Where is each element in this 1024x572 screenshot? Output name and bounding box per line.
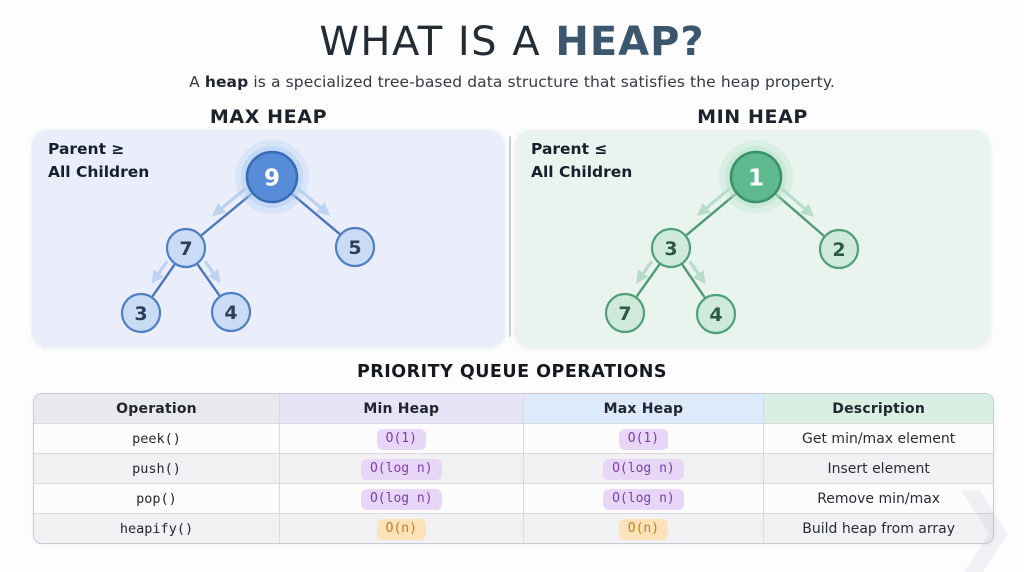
max-heap-rule-line2: All Children: [48, 163, 150, 182]
min-heap-complexity-cell: O(log n): [279, 483, 524, 514]
operation-cell: pop(): [136, 490, 177, 507]
column-header-max-heap: Max Heap: [522, 394, 764, 424]
tree-node: [695, 293, 737, 335]
min-heap-panel: Parent ≤ All Children 1 3 2 7 4: [515, 130, 990, 347]
tree-node-value: 3: [664, 238, 677, 260]
tree-node-value: 3: [134, 303, 147, 325]
min-heap-title: MIN HEAP: [697, 106, 808, 128]
tree-edge: [685, 193, 737, 236]
panel-divider: [509, 136, 511, 337]
operation-cell: heapify(): [119, 520, 194, 537]
tree-edge: [635, 263, 661, 298]
table-row: pop() O(log n) O(log n) Remove min/max: [34, 483, 993, 514]
min-heap-complexity-cell: O(n): [279, 513, 524, 543]
max-heap-complexity-cell: O(log n): [522, 453, 764, 484]
tree-node: [245, 150, 299, 204]
tree-node: [729, 150, 783, 204]
subtitle-bold-word: heap: [204, 73, 249, 91]
description-cell: Insert element: [763, 453, 993, 484]
column-header-operation: Operation: [34, 394, 280, 424]
tree-edge-arrow-icon: [696, 187, 731, 217]
description-cell: Build heap from array: [763, 513, 993, 543]
tree-edge-arrow-icon: [688, 260, 706, 285]
min-heap-complexity-cell: O(log n): [279, 453, 524, 484]
description-cell: Get min/max element: [763, 423, 993, 454]
tree-edge-arrow-icon: [151, 260, 168, 284]
complexity-badge: O(1): [376, 429, 426, 450]
tree-edge: [200, 192, 253, 236]
tree-node: [120, 292, 162, 334]
tree-node: [334, 226, 376, 268]
table-row: peek() O(1) O(1) Get min/max element: [34, 423, 993, 454]
tree-node-value: 7: [618, 303, 631, 325]
tree-node-value: 7: [179, 238, 192, 260]
subtitle-prefix: A: [189, 73, 205, 91]
complexity-badge: O(n): [618, 519, 669, 540]
page-title-prefix: WHAT IS A: [319, 19, 556, 65]
subtitle: A heap is a specialized tree-based data …: [0, 73, 1024, 91]
max-heap-panel: Parent ≥ All Children 9 7 5 3 4: [32, 130, 505, 347]
max-heap-title: MAX HEAP: [209, 106, 328, 128]
max-heap-tree-svg: 9 7 5 3 4: [120, 140, 376, 334]
max-heap-complexity-cell: O(1): [522, 423, 764, 454]
complexity-badge: O(log n): [360, 459, 442, 480]
tree-edge: [775, 193, 825, 237]
tree-node: [818, 228, 860, 270]
tree-node-value: 5: [348, 237, 361, 259]
tree-node: [604, 292, 646, 334]
min-heap-rule-line1: Parent ≤: [531, 140, 608, 158]
max-heap-complexity-cell: O(log n): [522, 483, 764, 514]
tree-node-value: 1: [748, 165, 764, 191]
tree-node-value: 4: [709, 304, 722, 326]
tree-node: [165, 227, 207, 269]
description-cell: Remove min/max: [763, 483, 993, 514]
tree-edge-arrow-icon: [204, 260, 221, 284]
page-title: WHAT IS A HEAP?: [0, 22, 1024, 62]
min-heap-complexity-cell: O(1): [279, 423, 524, 454]
max-heap-complexity-cell: O(n): [522, 513, 764, 543]
tree-node-value: 2: [832, 239, 845, 261]
tree-node-value: 9: [264, 165, 280, 191]
tree-edge: [196, 263, 221, 297]
complexity-badge: O(log n): [360, 489, 442, 510]
max-heap-rule: Parent ≥ All Children: [48, 138, 149, 185]
min-heap-rule: Parent ≤ All Children: [531, 138, 632, 185]
complexity-badge: O(1): [618, 429, 669, 450]
column-header-description: Description: [763, 394, 993, 424]
page-title-accent: HEAP?: [555, 19, 705, 65]
complexity-badge: O(log n): [603, 459, 684, 480]
table-row: heapify() O(n) O(n) Build heap from array: [34, 513, 993, 543]
subtitle-rest: is a specialized tree-based data structu…: [248, 73, 835, 91]
min-heap-rule-line2: All Children: [531, 163, 633, 182]
tree-edge: [291, 193, 341, 235]
table-row: push() O(log n) O(log n) Insert element: [34, 453, 993, 484]
tree-edge-arrow-icon: [212, 187, 247, 217]
complexity-badge: O(n): [376, 519, 426, 540]
min-heap-tree-svg: 1 3 2 7 4: [604, 140, 860, 335]
tree-edge-arrow-icon: [781, 188, 815, 217]
operation-cell: peek(): [132, 430, 181, 447]
column-header-min-heap: Min Heap: [279, 394, 524, 424]
tree-edge-arrow-icon: [297, 187, 331, 216]
tree-node-value: 4: [224, 302, 237, 324]
tree-node: [650, 227, 692, 269]
tree-edge: [151, 264, 176, 297]
operation-cell: push(): [132, 460, 181, 477]
complexity-badge: O(log n): [603, 489, 684, 510]
table-title: PRIORITY QUEUE OPERATIONS: [356, 362, 668, 382]
tree-node: [210, 291, 252, 333]
tree-edge: [681, 264, 706, 298]
max-heap-rule-line1: Parent ≥: [48, 140, 125, 158]
tree-edge-arrow-icon: [635, 260, 653, 284]
